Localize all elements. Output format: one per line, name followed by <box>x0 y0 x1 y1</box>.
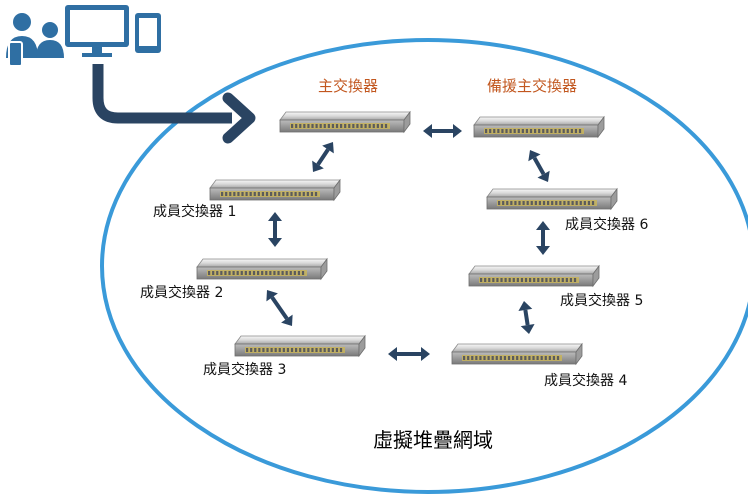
stack-link-master-backup <box>423 124 462 138</box>
switch-label-master: 主交換器 <box>318 77 379 95</box>
stack-link-member1-member2 <box>268 212 282 247</box>
switch-backup <box>473 115 605 139</box>
switch-label-backup: 備援主交換器 <box>487 77 578 95</box>
switch-label-member3: 成員交換器 3 <box>203 362 287 378</box>
stack-link-master-member1 <box>312 142 334 172</box>
switch-label-member4: 成員交換器 4 <box>544 373 628 389</box>
switch-master <box>279 110 411 134</box>
stack-link-member2-member3 <box>266 290 293 326</box>
switch-label-member1: 成員交換器 1 <box>153 204 237 220</box>
switch-label-member2: 成員交換器 2 <box>140 285 224 301</box>
stack-links <box>266 124 550 361</box>
stack-link-member4-member5 <box>518 301 535 334</box>
management-link-arrow <box>92 64 256 144</box>
stack-link-member3-member4 <box>388 347 430 361</box>
stack-link-member6-backup <box>528 150 550 182</box>
switch-member6 <box>486 187 618 211</box>
switch-member4 <box>451 342 583 366</box>
stack-domain-outline <box>100 38 748 494</box>
stack-domain-label: 虛擬堆疊網域 <box>373 428 493 452</box>
switch-member1 <box>209 178 341 202</box>
switch-member3 <box>234 334 366 358</box>
stack-link-member5-member6 <box>536 221 550 255</box>
switches <box>196 110 618 366</box>
admin-workstation-icon <box>6 5 161 67</box>
switch-label-member6: 成員交換器 6 <box>565 217 649 233</box>
switch-label-member5: 成員交換器 5 <box>560 293 644 309</box>
switch-member5 <box>468 264 600 288</box>
switch-member2 <box>196 257 328 281</box>
